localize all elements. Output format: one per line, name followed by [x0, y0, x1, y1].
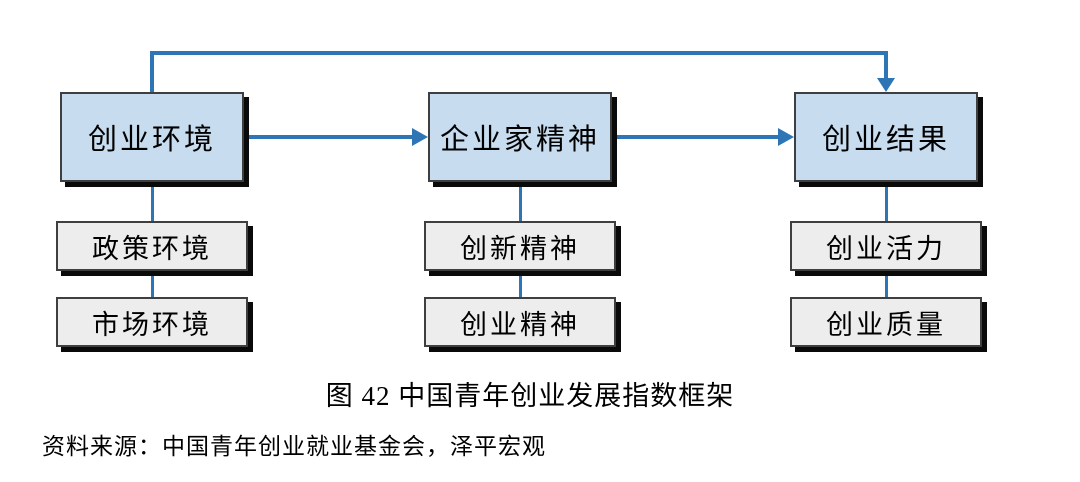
- sub-box-innovation-spirit: 创新精神: [424, 221, 616, 271]
- figure-caption: 图 42 中国青年创业发展指数框架: [325, 381, 735, 411]
- sub-box-label: 创新精神: [460, 233, 580, 264]
- sub-box-policy-environment: 政策环境: [56, 221, 248, 271]
- arrow-spirit-to-results-shaft: [612, 135, 780, 139]
- figure-source: 资料来源：中国青年创业就业基金会，泽平宏观: [42, 434, 546, 459]
- sub-box-label: 创业质量: [826, 309, 946, 340]
- main-box-label: 创业结果: [821, 124, 950, 156]
- main-box-label: 创业环境: [87, 124, 216, 156]
- feedback-line-horizontal-top: [150, 51, 888, 55]
- arrow-environment-to-spirit-head-icon: [412, 128, 428, 146]
- main-box-entrepreneurship-environment: 创业环境: [60, 92, 244, 182]
- arrow-environment-to-spirit-shaft: [244, 135, 412, 139]
- arrow-spirit-to-results-head-icon: [778, 128, 794, 146]
- sub-box-label: 市场环境: [92, 309, 212, 340]
- main-box-entrepreneurship-results: 创业结果: [794, 92, 978, 182]
- feedback-arrowhead-down-icon: [877, 78, 895, 92]
- main-box-entrepreneur-spirit: 企业家精神: [428, 92, 612, 182]
- sub-box-market-environment: 市场环境: [56, 297, 248, 347]
- sub-box-label: 政策环境: [92, 233, 212, 264]
- main-box-label: 企业家精神: [439, 124, 600, 156]
- sub-box-entrepreneurship-quality: 创业质量: [790, 297, 982, 347]
- feedback-line-vertical-left: [150, 51, 154, 101]
- sub-box-label: 创业活力: [826, 233, 946, 264]
- feedback-line-vertical-right: [884, 51, 888, 81]
- sub-box-entrepreneurship-vitality: 创业活力: [790, 221, 982, 271]
- sub-box-label: 创业精神: [460, 309, 580, 340]
- sub-box-entrepreneurship-spirit: 创业精神: [424, 297, 616, 347]
